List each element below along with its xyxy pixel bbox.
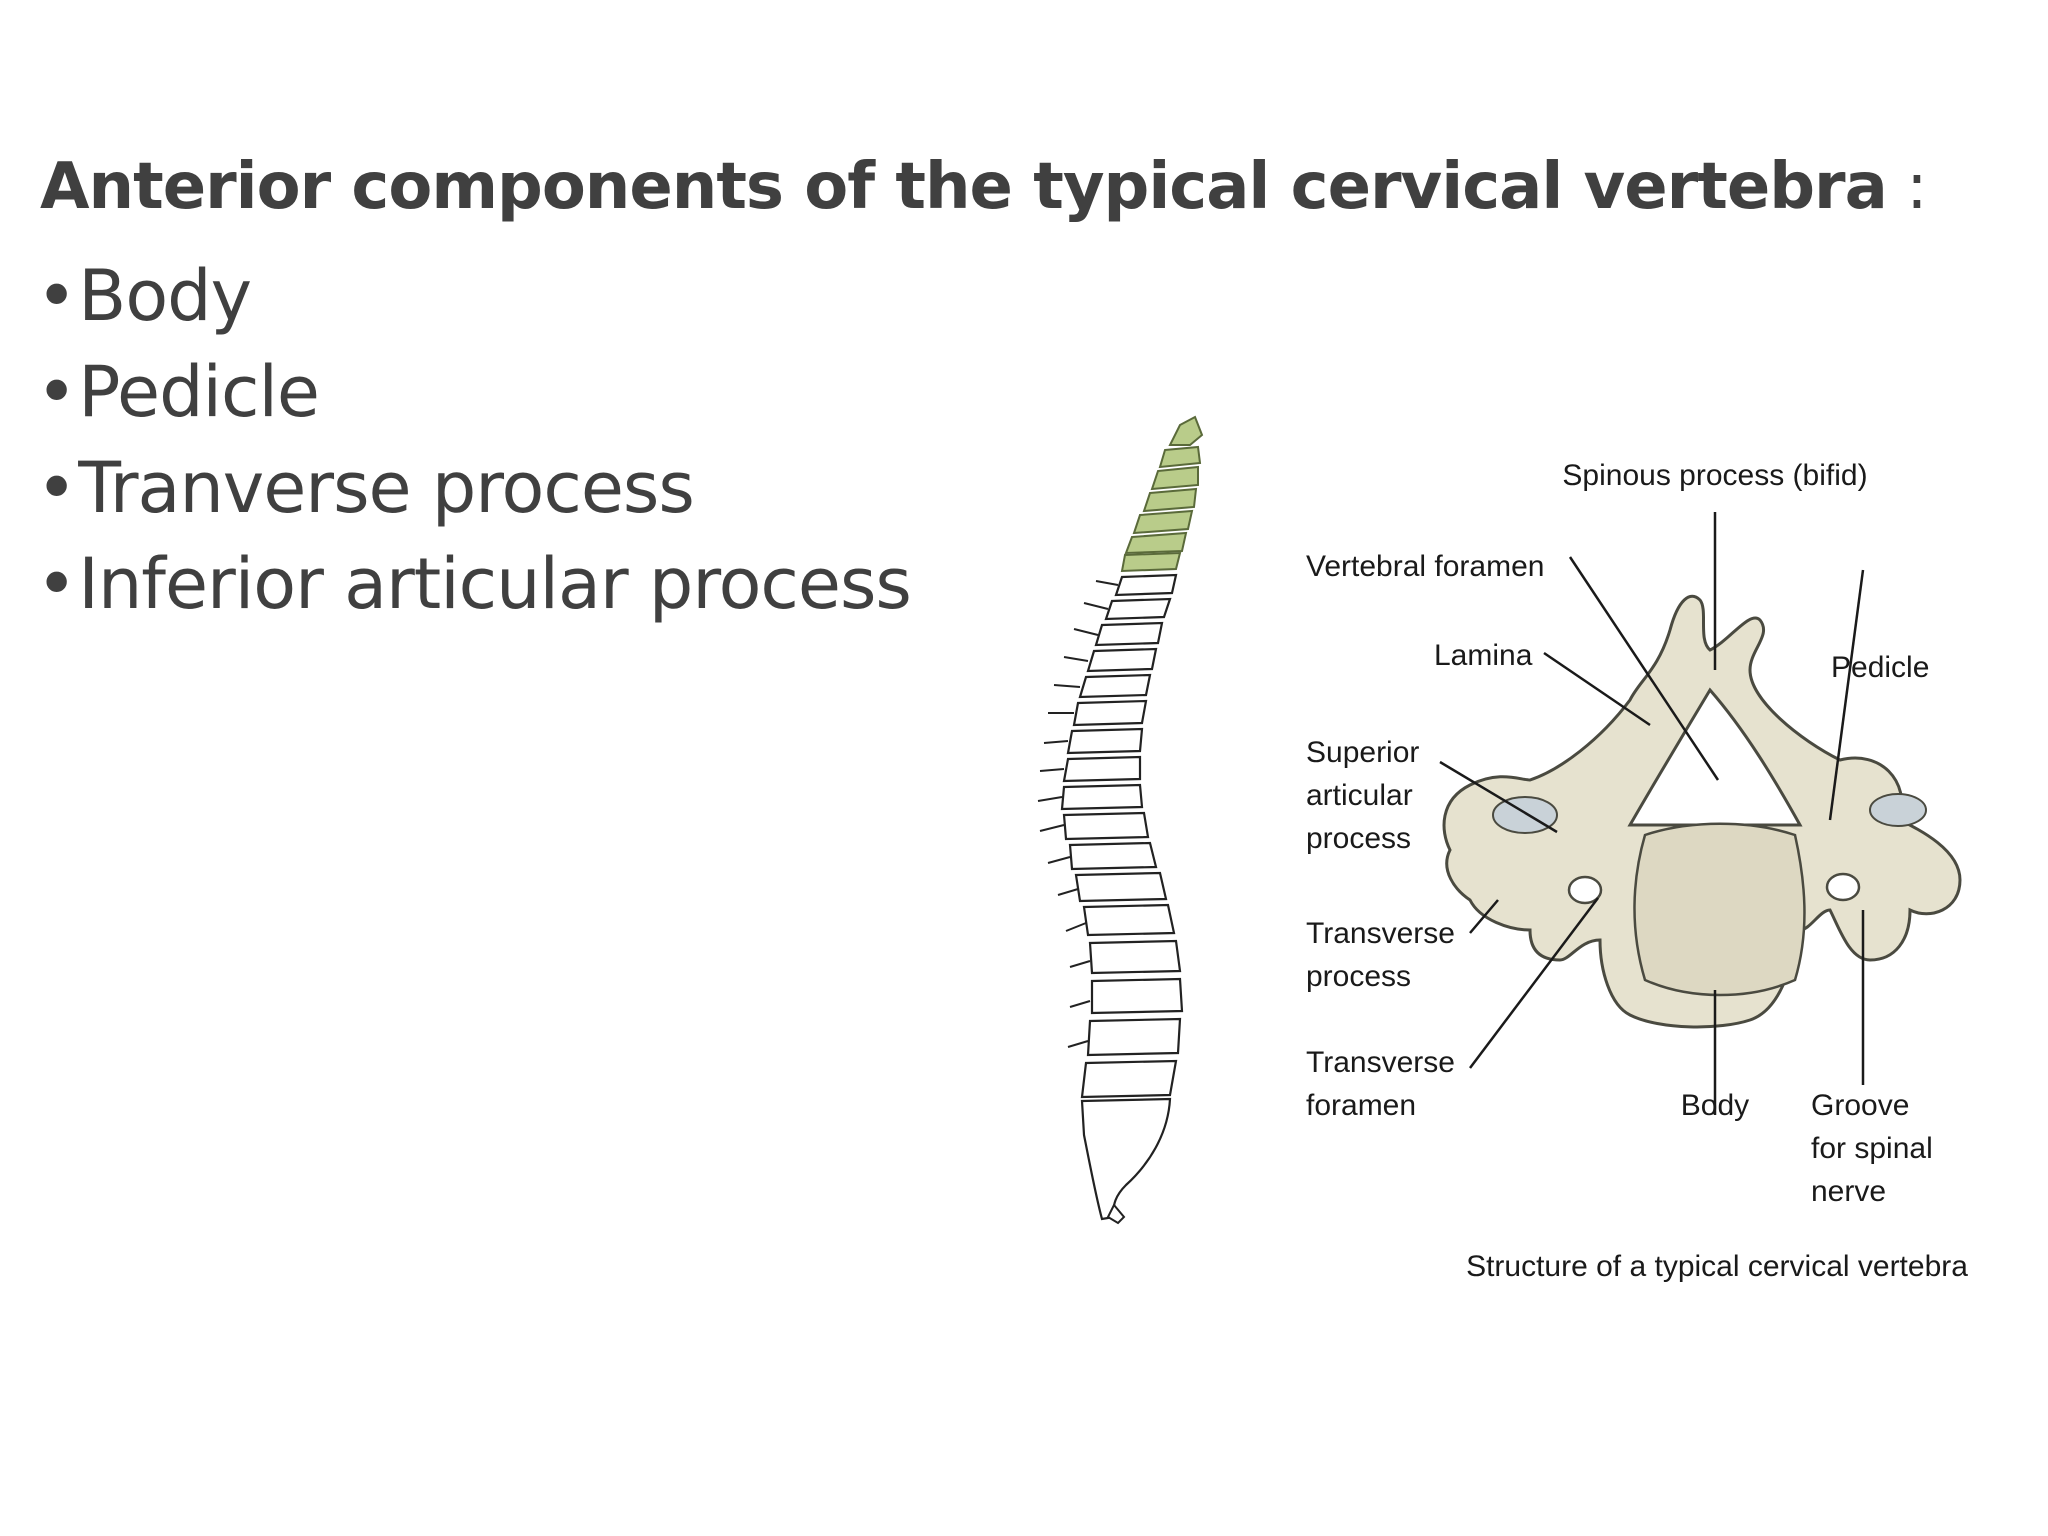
slide-heading: Anterior components of the typical cervi… bbox=[40, 150, 1928, 224]
coccyx bbox=[1106, 1203, 1126, 1225]
vertebra-diagram: Spinous process (bifid) Vertebral forame… bbox=[1306, 459, 1968, 1283]
label-groove-line3: nerve bbox=[1811, 1175, 1886, 1208]
bullet-glyph: • bbox=[36, 543, 77, 625]
label-groove-line1: Groove bbox=[1811, 1089, 1909, 1122]
articular-facet-left bbox=[1492, 796, 1558, 834]
bullet-text: Inferior articular process bbox=[78, 543, 912, 625]
label-groove-line2: for spinal bbox=[1811, 1132, 1933, 1165]
bullet-text: Body bbox=[78, 255, 252, 337]
lower-vertebrae bbox=[1060, 573, 1184, 1099]
transverse-foramen-right bbox=[1825, 872, 1861, 902]
bullet-item-inferior-articular-process: •Inferior articular process bbox=[36, 536, 912, 632]
spine-illustration bbox=[1037, 415, 1204, 1225]
spinous-processes bbox=[1037, 580, 1119, 1048]
sacrum bbox=[1080, 1097, 1172, 1221]
bullet-glyph: • bbox=[36, 255, 77, 337]
label-lamina: Lamina bbox=[1434, 639, 1533, 672]
heading-colon: : bbox=[1886, 150, 1928, 224]
cervical-vertebrae bbox=[1120, 415, 1204, 573]
bullet-glyph: • bbox=[36, 447, 77, 529]
bullet-list: •Body •Pedicle •Tranverse process •Infer… bbox=[36, 248, 912, 632]
heading-text: Anterior components of the typical cervi… bbox=[40, 150, 1888, 224]
bullet-glyph: • bbox=[36, 351, 77, 433]
leader-lines bbox=[1439, 512, 1865, 1115]
articular-facet-right bbox=[1869, 793, 1927, 827]
label-transverse-foramen-line2: foramen bbox=[1306, 1089, 1416, 1122]
label-vertebral-foramen: Vertebral foramen bbox=[1306, 550, 1544, 583]
label-transverse-foramen-line1: Transverse bbox=[1306, 1046, 1455, 1079]
label-body: Body bbox=[1681, 1089, 1749, 1122]
label-superior-line3: process bbox=[1306, 822, 1411, 855]
label-transverse-process-line1: Transverse bbox=[1306, 917, 1455, 950]
label-spinous-process: Spinous process (bifid) bbox=[1562, 459, 1867, 492]
bullet-item-body: •Body bbox=[36, 248, 911, 344]
vertebral-body-shape bbox=[1633, 822, 1806, 997]
bullet-text: Pedicle bbox=[78, 351, 320, 433]
label-pedicle: Pedicle bbox=[1831, 651, 1929, 684]
label-transverse-process-line2: process bbox=[1306, 960, 1411, 993]
label-superior-line2: articular bbox=[1306, 779, 1413, 812]
transverse-foramen-left bbox=[1567, 875, 1603, 905]
bullet-item-pedicle: •Pedicle bbox=[36, 344, 911, 440]
bullet-text: Tranverse process bbox=[78, 447, 695, 529]
figure-caption: Structure of a typical cervical vertebra bbox=[1466, 1250, 1968, 1283]
label-superior-line1: Superior bbox=[1306, 736, 1419, 769]
bullet-item-transverse-process: •Tranverse process bbox=[36, 440, 911, 536]
